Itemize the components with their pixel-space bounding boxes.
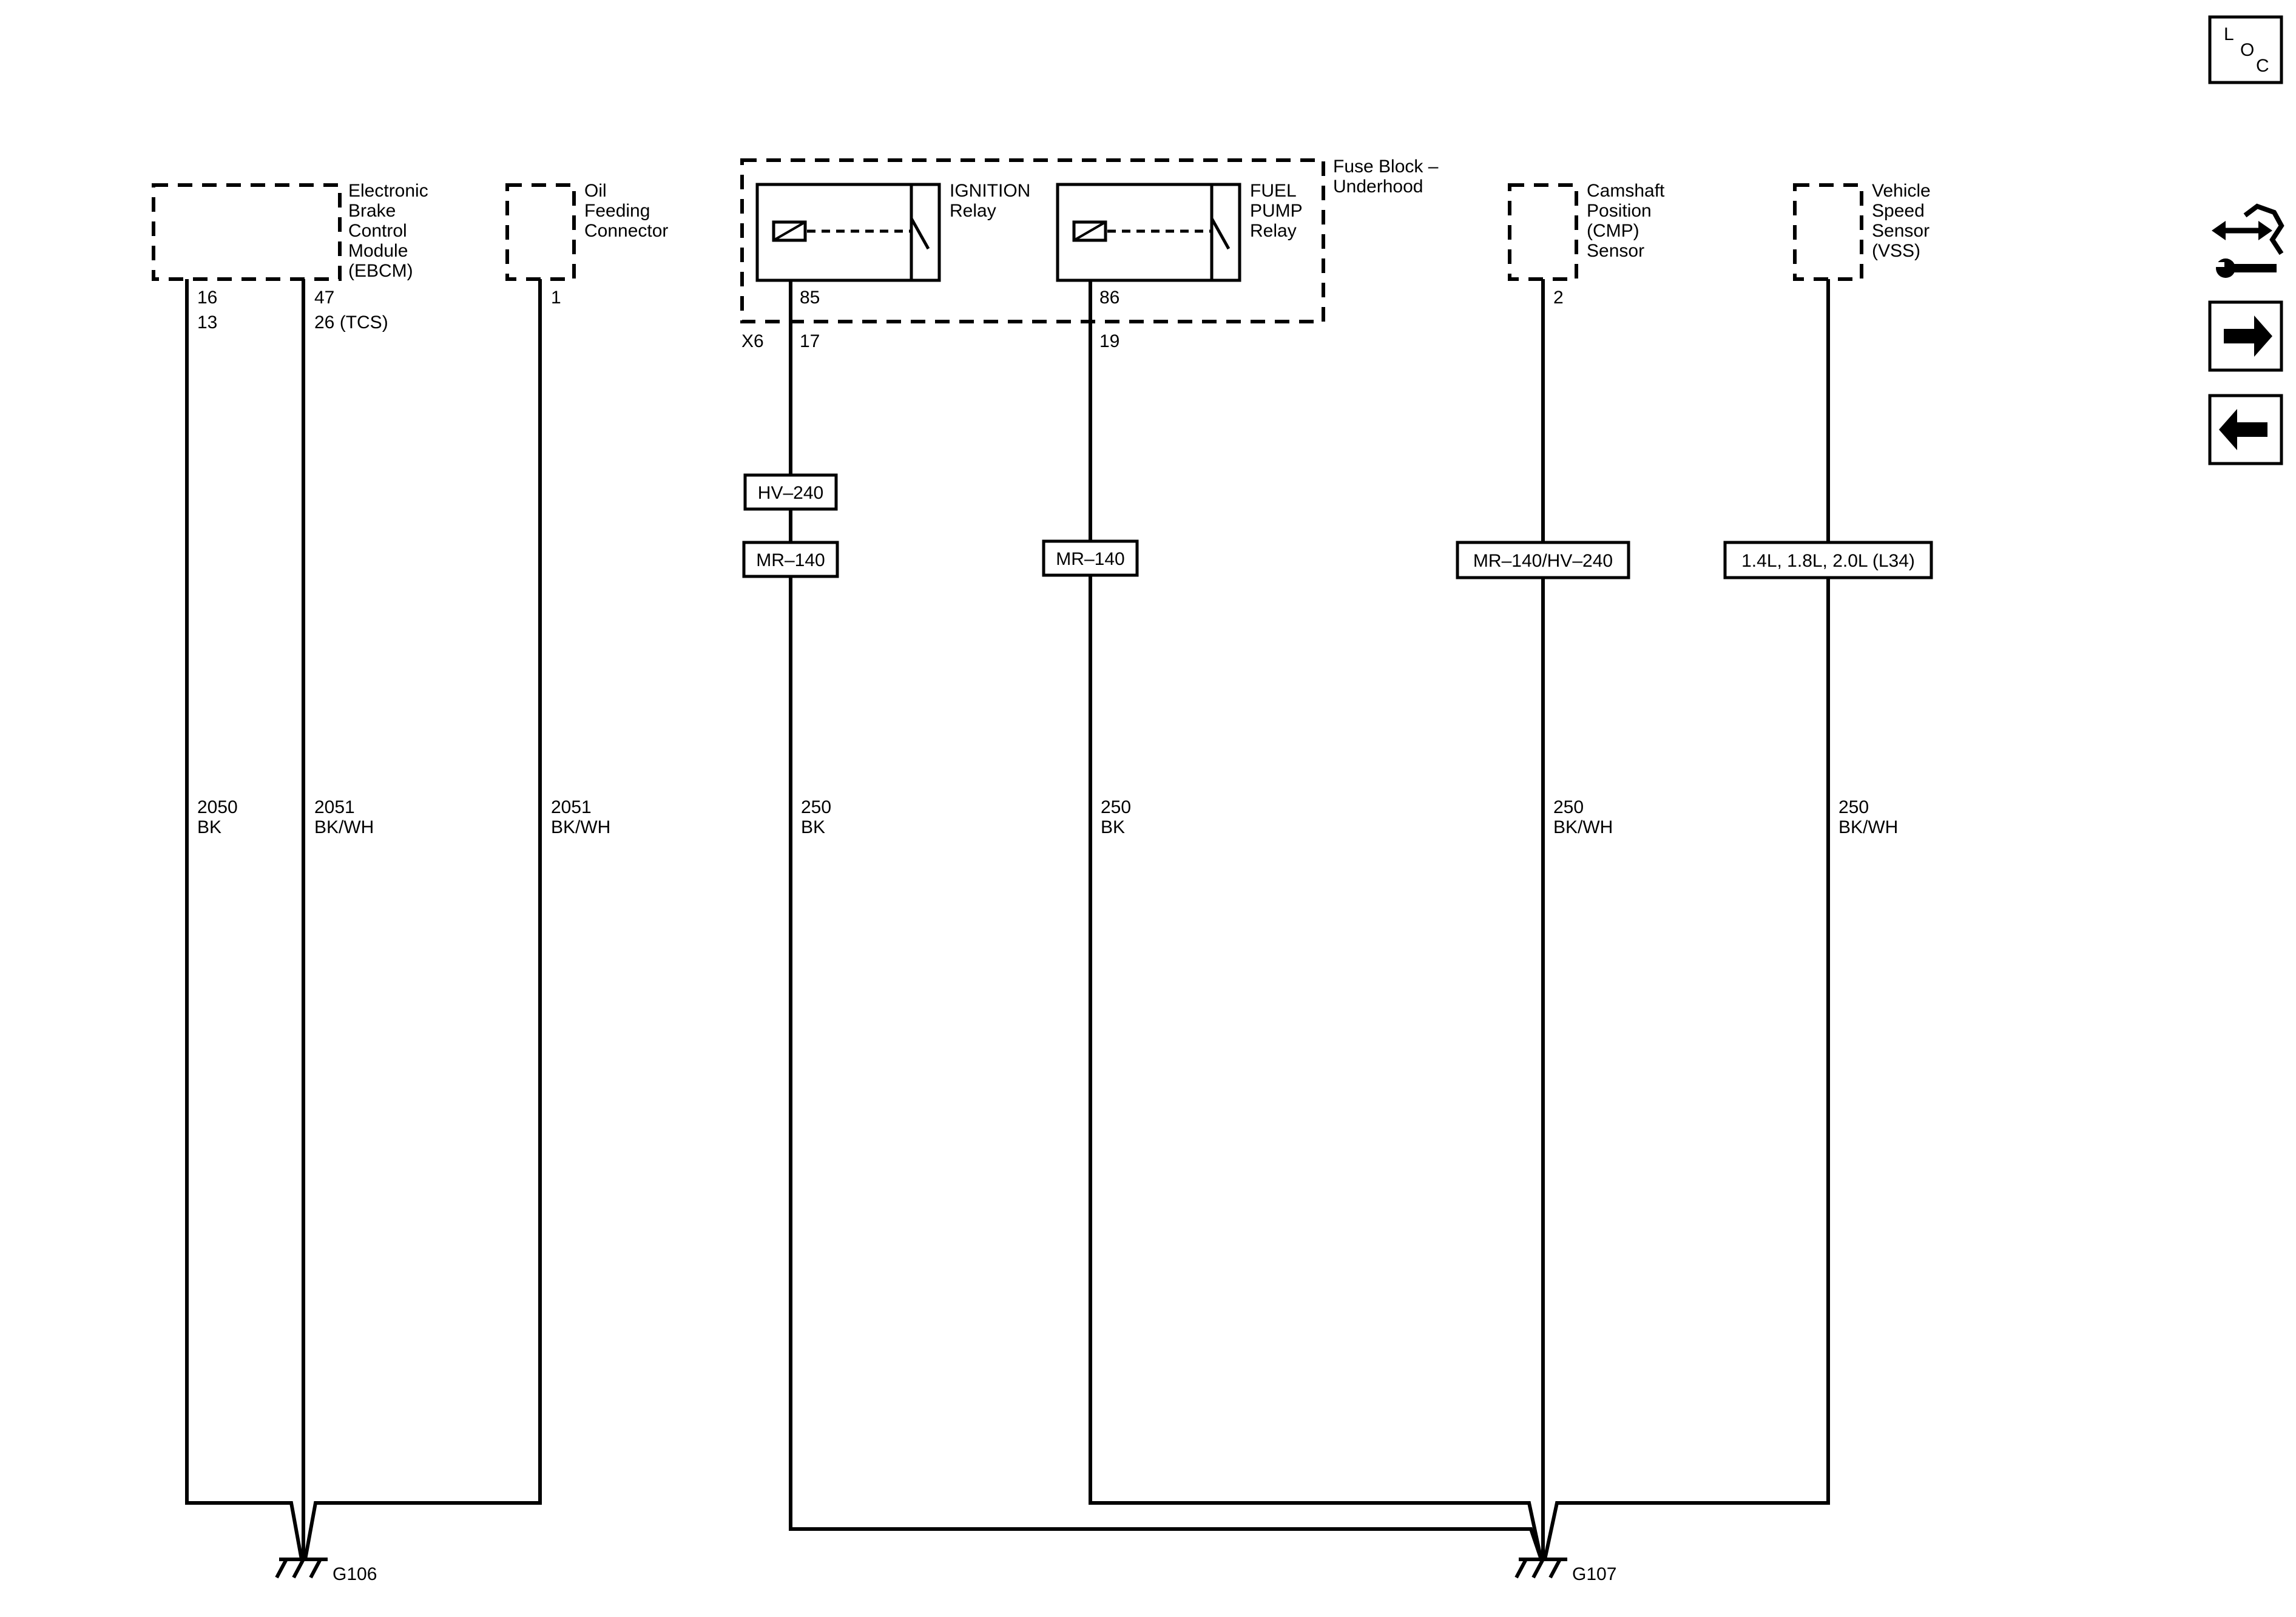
ebcm-pin-16: 16	[197, 288, 217, 308]
wire-circuit-label: 250	[801, 797, 831, 817]
fuel-pump-relay-label-3: Relay	[1250, 221, 1297, 241]
oil-feeding-label-3: Connector	[584, 221, 668, 241]
wire-250-fuel-pump	[1089, 280, 1543, 1560]
fuse-block-pin-17: 17	[800, 331, 820, 351]
ignition-relay-label-1: IGNITION	[950, 181, 1030, 201]
wire-color-label: BK	[1101, 817, 1125, 837]
svg-text:1.4L, 1.8L, 2.0L (L34): 1.4L, 1.8L, 2.0L (L34)	[1741, 551, 1915, 571]
ground-label-g107: G107	[1572, 1564, 1616, 1584]
oil-feeding-box	[505, 183, 576, 281]
wire-circuit-label: 250	[1101, 797, 1131, 817]
option-tag-mr140: MR–140	[1042, 539, 1139, 577]
ignition-relay-pin: 85	[800, 288, 820, 308]
svg-text:MR–140/HV–240: MR–140/HV–240	[1473, 551, 1613, 571]
wire-circuit-label: 2051	[551, 797, 592, 817]
arrow-right-icon[interactable]	[2208, 300, 2283, 372]
wire-250-ignition	[789, 280, 1543, 1560]
wire-labels: 2050 BK 2051 BK/WH 2051 BK/WH 250 BK 250…	[197, 797, 1898, 837]
ignition-relay-switch-contact	[910, 217, 930, 250]
fuse-block-component: Fuse Block – Underhood X6	[740, 157, 1439, 351]
option-tag-hv240: HV–240	[743, 473, 838, 511]
ignition-relay-component: IGNITION Relay 85 17	[755, 181, 1030, 351]
fuel-pump-relay-label-1: FUEL	[1250, 181, 1297, 201]
wire-color-label: BK/WH	[1838, 817, 1898, 837]
wire-circuit-label: 2051	[314, 797, 355, 817]
fuse-block-pin-19: 19	[1099, 331, 1119, 351]
ebcm-label-5: (EBCM)	[348, 261, 413, 281]
vss-label-2: Speed	[1872, 201, 1925, 221]
vss-label-1: Vehicle	[1872, 181, 1931, 201]
ignition-relay-box	[755, 183, 941, 282]
wiring	[185, 279, 1830, 1560]
svg-text:MR–140: MR–140	[1056, 549, 1124, 569]
svg-text:L: L	[2224, 24, 2234, 44]
svg-text:HV–240: HV–240	[758, 483, 823, 503]
arrow-left-icon[interactable]	[2208, 394, 2283, 465]
svg-text:O: O	[2240, 40, 2254, 60]
svg-text:C: C	[2256, 56, 2269, 76]
svg-text:MR–140: MR–140	[756, 550, 825, 570]
oil-feeding-connector-component: Oil Feeding Connector 1	[505, 181, 668, 308]
cmp-sensor-label-4: Sensor	[1587, 241, 1644, 261]
fuel-pump-relay-component: FUEL PUMP Relay 86 19	[1056, 181, 1303, 351]
oil-feeding-label-1: Oil	[584, 181, 607, 201]
cmp-sensor-label-3: (CMP)	[1587, 221, 1639, 241]
ebcm-connector-pin-13: 13	[197, 312, 217, 333]
wire-color-label: BK/WH	[314, 817, 374, 837]
ebcm-label-4: Module	[348, 241, 408, 261]
fuse-block-box	[740, 158, 1325, 323]
cmp-sensor-box	[1508, 183, 1578, 281]
wire-color-label: BK	[801, 817, 825, 837]
ebcm-component: Electronic Brake Control Module (EBCM) 1…	[152, 181, 428, 333]
fuel-pump-relay-coil-slash	[1073, 221, 1106, 241]
ebcm-label-3: Control	[348, 221, 407, 241]
cmp-sensor-pin: 2	[1553, 288, 1564, 308]
cmp-sensor-label-2: Position	[1587, 201, 1652, 221]
ebcm-label-1: Electronic	[348, 181, 428, 201]
ignition-relay-coil-slash	[773, 221, 806, 241]
fuel-pump-relay-label-2: PUMP	[1250, 201, 1303, 221]
loc-icon[interactable]: L O C	[2208, 15, 2283, 84]
vss-label-4: (VSS)	[1872, 241, 1920, 261]
fuel-pump-relay-pin: 86	[1099, 288, 1119, 308]
wire-2050	[185, 279, 303, 1560]
fuse-block-connector-label: X6	[741, 331, 764, 351]
wire-color-label: BK	[197, 817, 221, 837]
oil-feeding-pin: 1	[551, 288, 561, 308]
ebcm-box	[152, 183, 342, 281]
option-tag-engines: 1.4L, 1.8L, 2.0L (L34)	[1723, 541, 1933, 579]
fuse-block-label-1: Fuse Block –	[1333, 157, 1439, 177]
vss-box	[1793, 183, 1863, 281]
option-tag-mr140: MR–140	[742, 541, 839, 578]
cmp-sensor-component: Camshaft Position (CMP) Sensor 2	[1508, 181, 1665, 308]
connector-tool-icon[interactable]	[2212, 203, 2284, 278]
ground-label-g106: G106	[333, 1564, 377, 1584]
wire-250-vss	[1543, 279, 1830, 1560]
wire-circuit-label: 250	[1838, 797, 1869, 817]
ebcm-connector-pin-26: 26 (TCS)	[314, 312, 388, 333]
vss-label-3: Sensor	[1872, 221, 1930, 241]
fuse-block-label-2: Underhood	[1333, 177, 1423, 197]
ignition-relay-label-2: Relay	[950, 201, 996, 221]
wire-circuit-label: 250	[1553, 797, 1584, 817]
cmp-sensor-label-1: Camshaft	[1587, 181, 1665, 201]
ebcm-pin-47: 47	[314, 288, 334, 308]
wire-color-label: BK/WH	[1553, 817, 1613, 837]
fuel-pump-relay-switch-contact	[1210, 217, 1231, 250]
fuel-pump-relay-box	[1056, 183, 1241, 282]
option-tag-mr140-hv240: MR–140/HV–240	[1456, 541, 1630, 579]
ground-g106: G106	[275, 1558, 377, 1584]
oil-feeding-label-2: Feeding	[584, 201, 650, 221]
ebcm-label-2: Brake	[348, 201, 396, 221]
wire-2051-oil	[303, 279, 542, 1560]
option-tags: HV–240 MR–140 MR–140 MR–140/HV–240 1.4L,…	[742, 473, 1933, 579]
vss-component: Vehicle Speed Sensor (VSS)	[1793, 181, 1931, 281]
wire-circuit-label: 2050	[197, 797, 238, 817]
wire-color-label: BK/WH	[551, 817, 610, 837]
ground-g107: G107	[1514, 1558, 1616, 1584]
